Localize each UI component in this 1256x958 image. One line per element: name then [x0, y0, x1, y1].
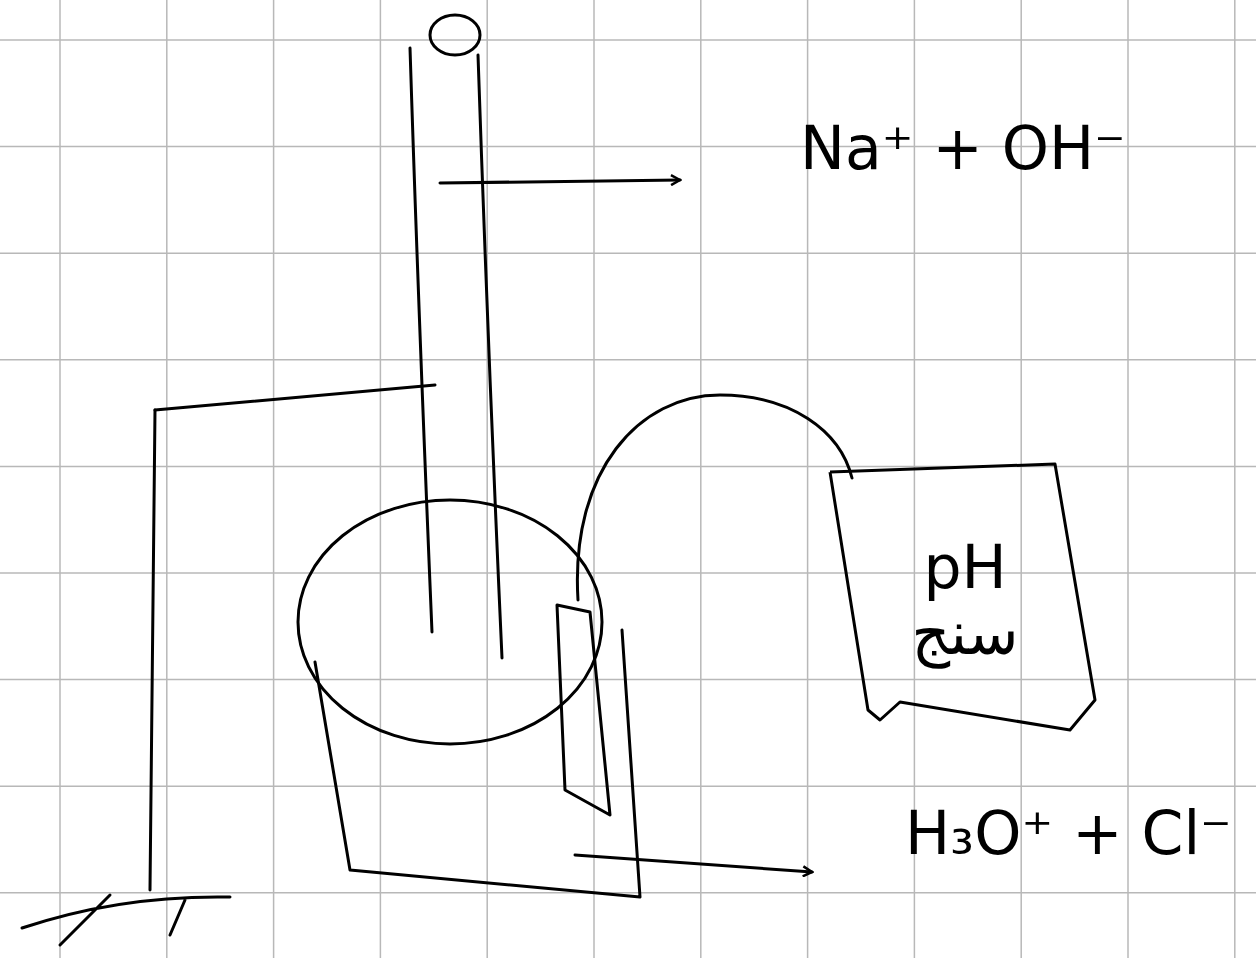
burette-wall [410, 48, 432, 632]
burette-wall [478, 55, 502, 658]
leader-arrow [575, 855, 812, 872]
stand-arm [155, 385, 435, 410]
burette-stopper [430, 15, 480, 55]
ion-label: Na⁺ + OH⁻ [800, 115, 1126, 181]
stand-base [22, 895, 230, 945]
electrode [557, 605, 610, 815]
ion-label: H₃O⁺ + Cl⁻ [905, 800, 1232, 866]
leader-arrow [440, 180, 680, 183]
ph-meter-box: pH سنج [840, 470, 1090, 730]
stand-rod [150, 410, 155, 890]
ph-meter-border [830, 464, 1095, 730]
device-label: pH سنج [890, 534, 1040, 666]
wire [577, 395, 852, 600]
